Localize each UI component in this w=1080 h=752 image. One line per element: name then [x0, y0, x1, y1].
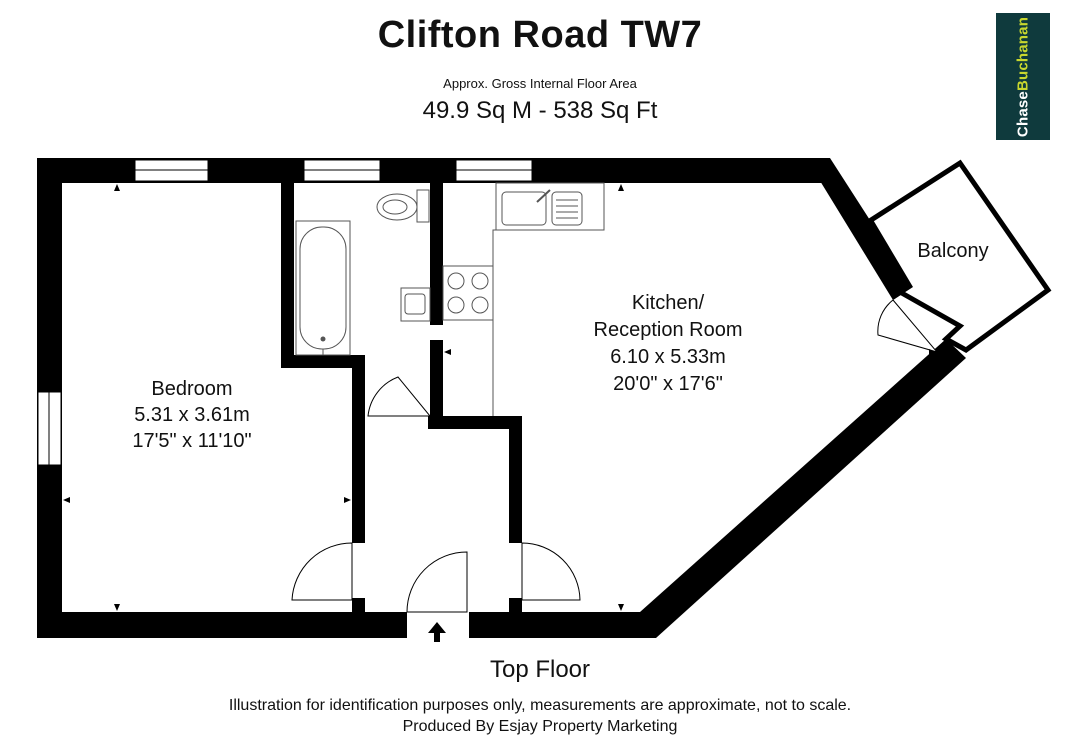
brand-logo: ChaseBuchanan — [996, 13, 1050, 140]
bedroom-name: Bedroom — [151, 378, 232, 400]
door-bathroom — [367, 376, 432, 417]
door-kitchen — [521, 542, 581, 601]
hob-icon — [442, 265, 494, 321]
kitchen-name-line2: Reception Room — [594, 319, 743, 341]
dimension-marker-icon — [618, 184, 624, 191]
dimension-marker-icon — [344, 497, 351, 503]
bedroom-wall-lower — [352, 355, 365, 543]
bedroom-metric: 5.31 x 3.61m — [134, 404, 250, 426]
area-label: Approx. Gross Internal Floor Area — [443, 76, 637, 91]
kitchen-left-wall — [430, 340, 443, 428]
hall-right-stub — [509, 598, 522, 612]
outer-top-wall — [37, 158, 830, 183]
area-value: 49.9 Sq M - 538 Sq Ft — [422, 97, 658, 124]
disclaimer-line-2: Produced By Esjay Property Marketing — [402, 718, 678, 735]
balcony-outline — [864, 159, 1052, 353]
dimension-marker-icon — [929, 349, 936, 355]
sink-icon — [400, 287, 431, 322]
kitchen-sink-icon — [495, 182, 605, 231]
bedroom-wall — [281, 183, 294, 368]
hall-top-wall — [428, 416, 522, 429]
bedroom-imperial: 17'5" x 11'10" — [132, 430, 251, 452]
fixtures — [295, 182, 605, 416]
diagonal-wall-lower — [640, 339, 966, 638]
floor-label: Top Floor — [489, 656, 591, 683]
dimension-marker-icon — [618, 604, 624, 611]
outer-bottom-wall-right — [469, 612, 649, 638]
door-front — [406, 551, 468, 613]
windows — [37, 159, 533, 466]
entrance-arrow-icon — [428, 622, 446, 642]
dimension-marker-icon — [444, 349, 451, 355]
kitchen-metric: 6.10 x 5.33m — [610, 346, 726, 368]
doors — [291, 299, 939, 613]
dimension-marker-icon — [114, 184, 120, 191]
toilet-icon — [376, 189, 430, 223]
dimension-marker-icon — [114, 604, 120, 611]
door-bedroom — [291, 542, 353, 601]
balcony-name: Balcony — [917, 240, 988, 262]
dimension-marker-icon — [63, 497, 70, 503]
disclaimer: Illustration for identification purposes… — [0, 695, 1080, 737]
bedroom-wall-stub — [352, 598, 365, 612]
hall-right-wall — [509, 416, 522, 543]
kitchen-name-line1: Kitchen/ — [632, 292, 705, 314]
page-title: Clifton Road TW7 — [377, 14, 703, 56]
bath-bottom-wall — [281, 355, 365, 368]
bath-icon — [295, 220, 351, 356]
disclaimer-line-1: Illustration for identification purposes… — [228, 697, 852, 714]
outer-bottom-wall-left — [37, 612, 407, 638]
balcony-wall-fill — [866, 218, 913, 300]
worktop — [492, 183, 605, 416]
dimension-markers — [63, 184, 936, 611]
door-balcony — [877, 299, 939, 353]
kitchen-imperial: 20'0" x 17'6" — [613, 373, 723, 395]
bath-kitchen-wall — [430, 183, 443, 325]
